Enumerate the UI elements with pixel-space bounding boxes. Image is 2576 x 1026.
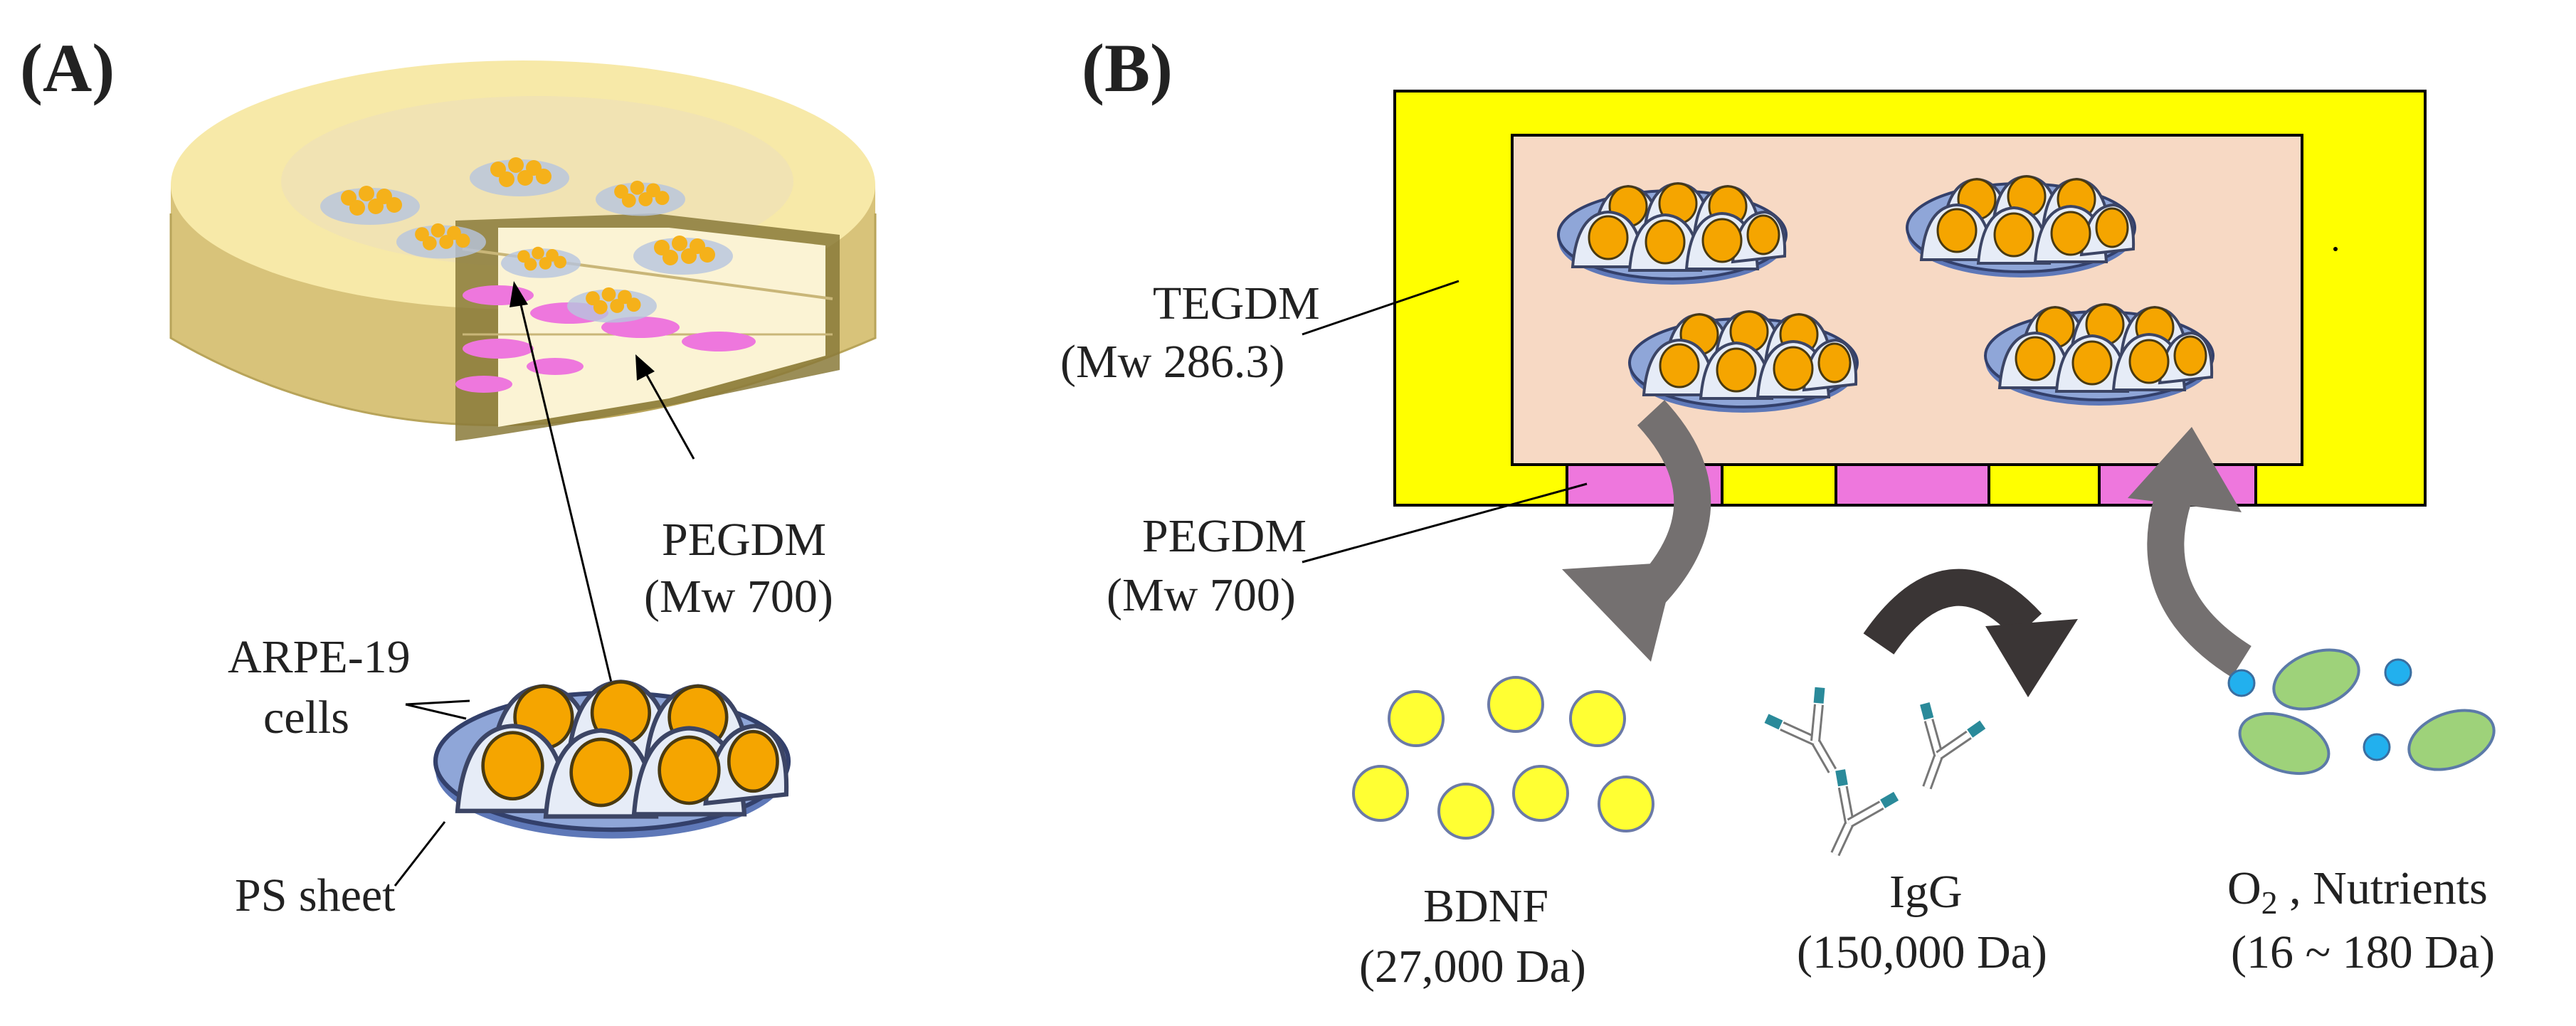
bdnf-release-arrow [1562,400,1711,662]
igg-antibodies [1762,683,1988,869]
inner-chamber [1511,134,2303,466]
cell-cluster-a [436,682,788,838]
pegdm-label-a-line2: (Mw 700) [644,571,833,623]
device-cross-section [1393,90,2427,507]
arpe-label-line2: cells [263,692,349,744]
pegdm-label-b-line2: (Mw 700) [1107,569,1296,621]
tegdm-label-line2: (Mw 286.3) [1060,336,1284,388]
panel-a-label: (A) [20,30,115,106]
pegdm-pointer-line [643,369,695,460]
ps-sheet-label: PS sheet [235,869,396,921]
igg-label-line2: (150,000 Da) [1797,926,2047,978]
tegdm-label-line1: TEGDM [1153,277,1320,329]
nutrients-label-line2: (16 ~ 180 Da) [2231,926,2495,978]
arpe-label-line1: ARPE-19 [228,631,411,683]
pegdm-window-2 [1835,463,1990,507]
pegdm-label-b-line1: PEGDM [1142,510,1307,562]
bdnf-label-line2: (27,000 Da) [1359,941,1586,993]
igg-blocked-arrow [1863,568,2078,697]
oxygen-nutrient-molecules [2227,648,2496,776]
pegdm-label-a-line1: PEGDM [662,514,826,566]
bdnf-molecules [1352,676,1654,840]
igg-label-line1: IgG [1889,866,1963,918]
cells-pointer-line [518,298,621,716]
hydrogel-disk [169,60,877,441]
nutrient-influx-arrow [2128,427,2252,678]
panel-b-label: (B) [1082,30,1173,106]
nutrients-label-line1: O2 , Nutrients [2227,862,2488,921]
bdnf-label-line1: BDNF [1423,880,1548,932]
